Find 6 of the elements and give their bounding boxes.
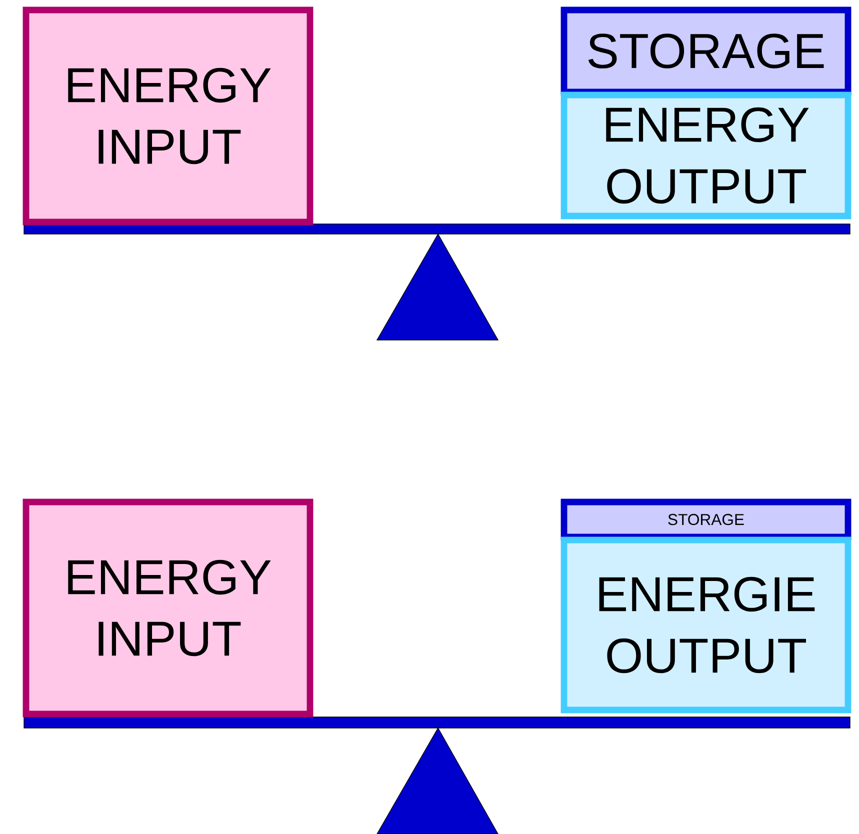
input-box: ENERGY INPUT [22, 498, 314, 718]
storage-box: STORAGE [560, 6, 852, 96]
output-box: ENERGIE OUTPUT [560, 536, 852, 714]
output-box: ENERGY OUTPUT [560, 92, 852, 220]
input-box: ENERGY INPUT [22, 6, 314, 226]
storage-box: STORAGE [560, 498, 852, 540]
